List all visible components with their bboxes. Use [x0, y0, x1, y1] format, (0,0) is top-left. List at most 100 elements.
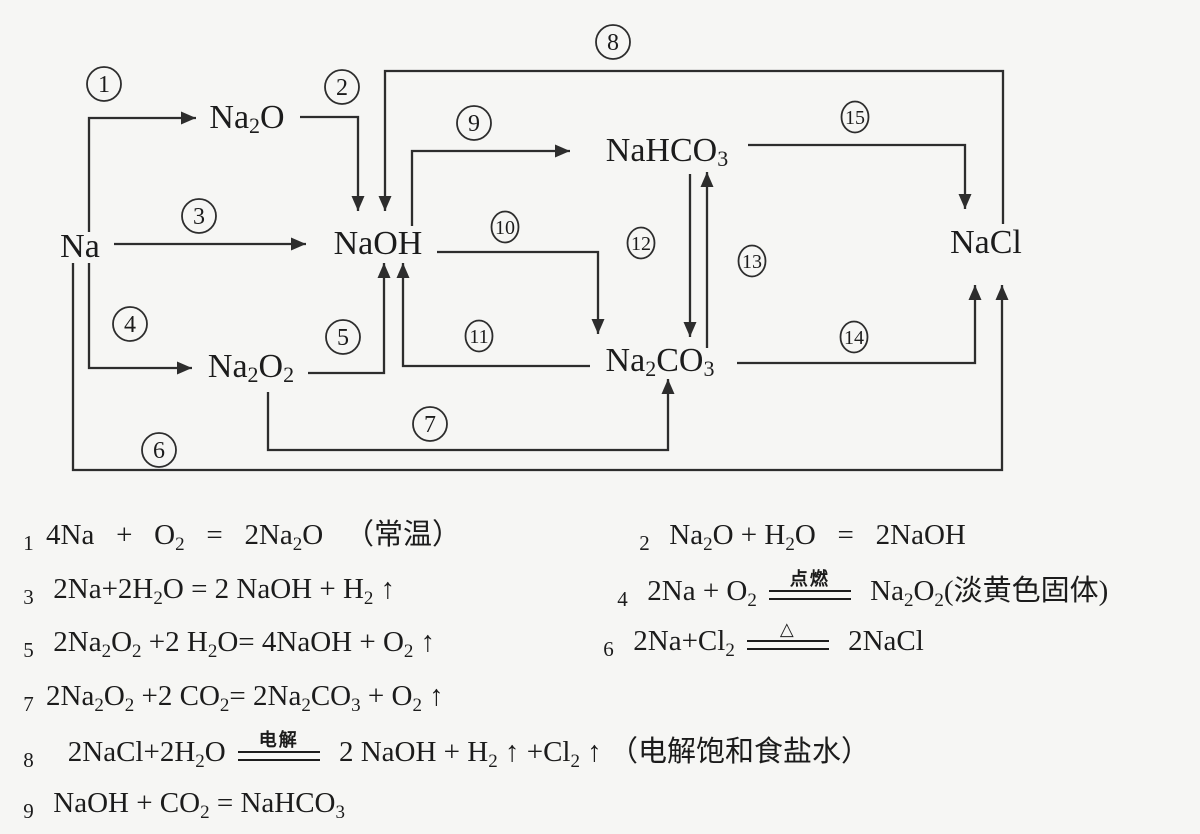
step-number-5: 5	[325, 319, 361, 355]
subscript: 2	[219, 695, 230, 716]
equation-text: ↑	[421, 680, 444, 712]
step-number-15: 15	[840, 100, 870, 134]
equation-text: ↑ （电解饱和食盐水）	[579, 736, 870, 768]
arrowhead-11	[396, 263, 410, 278]
equation-5: 5 2Na2O2 +2 H2O= 4NaOH + O2 ↑	[14, 625, 435, 665]
equation-text: 2Na	[46, 680, 95, 712]
arrowhead-14	[968, 285, 982, 300]
equation-number-3: 3	[23, 585, 34, 609]
equation-text: 2NaCl	[840, 625, 924, 657]
edge-arrow-14	[737, 285, 982, 365]
svg-text:6: 6	[153, 438, 165, 464]
equation-number-9: 9	[23, 799, 34, 823]
equation-text: = 2Na	[184, 519, 293, 551]
edge-arrow-3	[114, 237, 306, 251]
svg-text:15: 15	[845, 107, 865, 129]
equation-text: ↑	[413, 626, 436, 658]
arrowhead-3	[291, 237, 306, 251]
svg-text:4: 4	[124, 312, 136, 338]
edge-arrow-11	[396, 263, 590, 368]
subscript: 2	[175, 534, 185, 555]
step-number-10: 10	[490, 210, 520, 244]
step-number-2: 2	[324, 69, 360, 105]
svg-text:7: 7	[424, 412, 436, 438]
subscript: 2	[124, 695, 135, 716]
double-line-equals	[746, 640, 829, 651]
step-number-6: 6	[141, 432, 177, 468]
edge-arrow-13	[700, 172, 714, 348]
arrowhead-4	[177, 361, 192, 375]
equation-number-1: 1	[23, 531, 34, 555]
arrowhead-12	[683, 322, 697, 337]
svg-text:14: 14	[844, 327, 864, 349]
step-number-11: 11	[464, 319, 494, 353]
subscript: 2	[403, 641, 414, 662]
svg-text:8: 8	[607, 30, 619, 56]
step-number-3: 3	[181, 198, 217, 234]
svg-text:11: 11	[469, 326, 488, 348]
subscript: 2	[132, 641, 142, 662]
equation-text: 2Na+2H	[46, 573, 154, 605]
arrowhead-10	[591, 319, 605, 334]
equation-number-8: 8	[23, 748, 34, 772]
equation-text: O （常温）	[302, 519, 461, 551]
equation-6: 6 2Na+Cl2△ 2NaCl	[594, 620, 924, 664]
svg-text:9: 9	[468, 111, 480, 137]
equation-number-7: 7	[23, 692, 34, 716]
equation-2: 2 Na2O + H2O = 2NaOH	[630, 518, 966, 558]
equation-text: 2Na+Cl	[626, 625, 726, 657]
subscript: 2	[363, 588, 374, 609]
equation-text: O	[103, 680, 125, 712]
equation-text: 2NaCl+2H	[46, 736, 196, 768]
equation-text: O	[111, 626, 133, 658]
svg-text:1: 1	[98, 72, 110, 98]
condition-text: 电解	[258, 730, 299, 751]
arrowhead-6	[995, 285, 1009, 300]
condition-text: △	[779, 619, 796, 640]
arrowhead-9	[555, 144, 570, 158]
node-NaOH: NaOH	[334, 225, 423, 262]
equation-text: O = 2NaOH	[794, 519, 966, 551]
edge-arrow-1	[87, 111, 196, 232]
edge-arrow-15	[748, 143, 972, 209]
step-number-1: 1	[86, 66, 122, 102]
subscript: 2	[903, 590, 914, 611]
arrowhead-5	[377, 263, 391, 278]
reaction-condition: 点燃	[768, 570, 851, 601]
node-NaCl: NaCl	[950, 224, 1022, 261]
edge-arrow-5	[308, 263, 391, 375]
step-number-14: 14	[839, 320, 869, 354]
edge-arrow-10	[437, 250, 605, 334]
equation-9: 9 NaOH + CO2 = NaHCO3	[14, 786, 345, 826]
subscript: 2	[101, 641, 112, 662]
svg-text:10: 10	[495, 217, 515, 239]
equation-text: = NaHCO	[209, 787, 336, 819]
equation-text: ↑ +Cl	[497, 736, 571, 768]
edge-arrow-4	[87, 263, 192, 375]
equation-text: Na	[662, 519, 704, 551]
equation-number-5: 5	[23, 638, 34, 662]
subscript: 2	[934, 590, 944, 611]
equation-text: NaOH + CO	[46, 787, 201, 819]
edge-arrow-9	[410, 144, 570, 226]
step-number-4: 4	[112, 306, 148, 342]
subscript: 2	[200, 802, 210, 823]
svg-text:5: 5	[337, 325, 349, 351]
equation-text: O	[913, 575, 935, 607]
reaction-condition: △	[746, 619, 829, 651]
equation-text: +2 H	[141, 626, 208, 658]
node-Na: Na	[60, 228, 100, 265]
subscript: 3	[335, 802, 346, 823]
node-Na2O: Na2O	[209, 99, 284, 138]
equation-text: + O	[360, 680, 413, 712]
step-number-12: 12	[626, 226, 656, 260]
step-number-8: 8	[595, 24, 631, 60]
equation-number-2: 2	[639, 531, 650, 555]
equation-text: ↑	[373, 573, 396, 605]
node-NaHCO3: NaHCO3	[606, 132, 728, 171]
equation-3: 3 2Na+2H2O = 2 NaOH + H2 ↑	[14, 572, 395, 612]
subscript: 2	[570, 751, 580, 772]
